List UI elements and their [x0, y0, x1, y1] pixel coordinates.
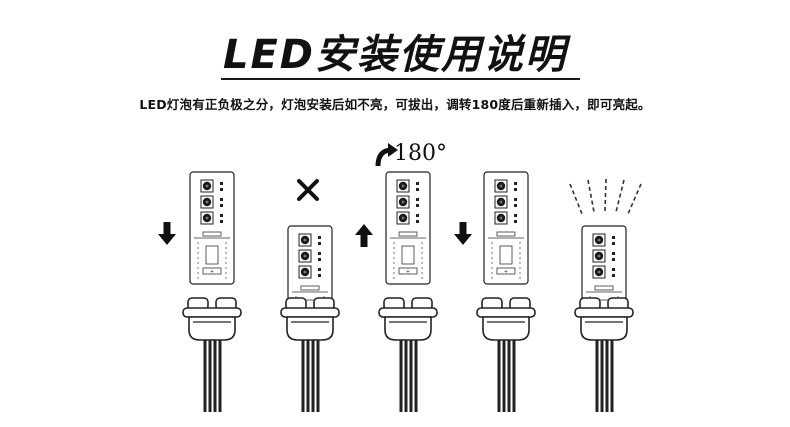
- bulb-socket: [573, 296, 635, 414]
- cross-mark-icon: [297, 179, 319, 201]
- rotate-arrow-icon: [375, 143, 398, 167]
- led-board: [190, 172, 234, 284]
- title-divider: [221, 78, 580, 80]
- bulb-socket: [377, 296, 439, 414]
- instruction-text: LED灯泡有正负极之分，灯泡安装后如不亮，可拔出，调转180度后重新插入，即可亮…: [139, 97, 651, 112]
- rotation-label: 180°: [394, 141, 447, 166]
- led-board: [484, 172, 528, 284]
- step-4-re-insert: [454, 172, 537, 414]
- step-1-insert: [158, 172, 243, 414]
- step-3-pull-out-rotate: [355, 143, 439, 414]
- bulb-socket: [279, 296, 341, 414]
- step-5-lit: [569, 178, 642, 414]
- bulb-socket: [475, 296, 537, 414]
- led-board: [386, 172, 430, 284]
- step-2-not-lit: [279, 179, 341, 414]
- arrow-down-icon: [454, 222, 472, 245]
- arrow-down-icon: [158, 222, 176, 245]
- arrow-up-icon: [355, 224, 373, 247]
- bulb-socket: [181, 296, 243, 414]
- page-title: LED安装使用说明: [222, 32, 567, 78]
- light-rays-icon: [569, 178, 642, 215]
